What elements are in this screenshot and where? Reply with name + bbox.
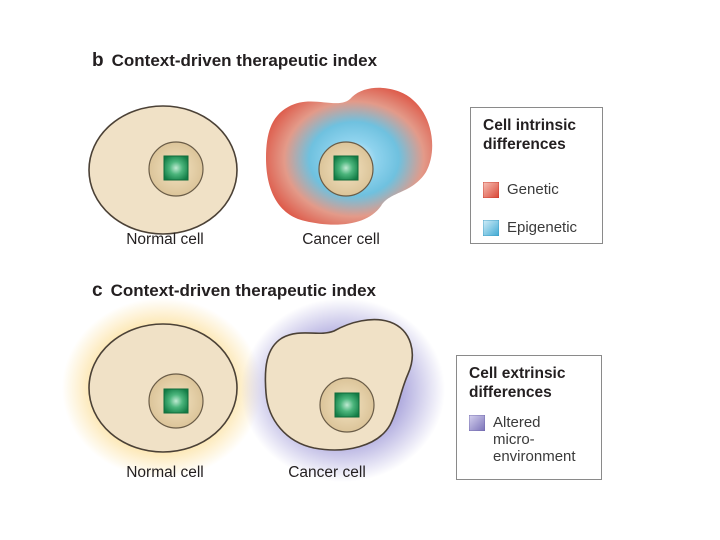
panel-b-letter: b bbox=[92, 50, 104, 71]
panel-c-normal-cell bbox=[62, 298, 262, 478]
panel-c-cancer-cell bbox=[241, 298, 445, 482]
panel-c-title-text: Context-driven therapeutic index bbox=[110, 281, 377, 300]
drug-target-icon bbox=[334, 392, 360, 418]
panel-c-letter: c bbox=[92, 280, 103, 301]
legend-item-epigenetic: Epigenetic bbox=[483, 219, 577, 236]
microenvironment-swatch bbox=[469, 415, 485, 431]
panel-c-legend: Cell extrinsic differences Altered micro… bbox=[456, 355, 602, 480]
panel-b-title-text: Context-driven therapeutic index bbox=[111, 51, 378, 70]
legend-item-altered-microenvironment: Altered micro- environment bbox=[469, 414, 576, 465]
legend-item-genetic: Genetic bbox=[483, 181, 559, 198]
legend-title: Cell intrinsic differences bbox=[483, 117, 577, 153]
drug-target-icon bbox=[333, 155, 359, 181]
panel-c-title: c Context-driven therapeutic index bbox=[92, 280, 376, 302]
panel-b-title: b Context-driven therapeutic index bbox=[92, 50, 377, 72]
panel-b-cancer-cell bbox=[266, 87, 433, 225]
panel-b-normal-cell bbox=[88, 105, 238, 235]
panel-b-normal-label: Normal cell bbox=[126, 231, 204, 248]
panel-c-cancer-label: Cancer cell bbox=[288, 464, 366, 481]
legend-item-text: Altered micro- environment bbox=[493, 414, 576, 465]
panel-b-cancer-label: Cancer cell bbox=[302, 231, 380, 248]
drug-target-icon bbox=[163, 388, 189, 414]
genetic-swatch bbox=[483, 182, 499, 198]
panel-b-legend: Cell intrinsic differences Genetic Epige… bbox=[470, 107, 603, 244]
drug-target-icon bbox=[163, 155, 189, 181]
legend-title: Cell extrinsic differences bbox=[469, 365, 566, 401]
epigenetic-swatch bbox=[483, 220, 499, 236]
panel-c-normal-label: Normal cell bbox=[126, 464, 204, 481]
